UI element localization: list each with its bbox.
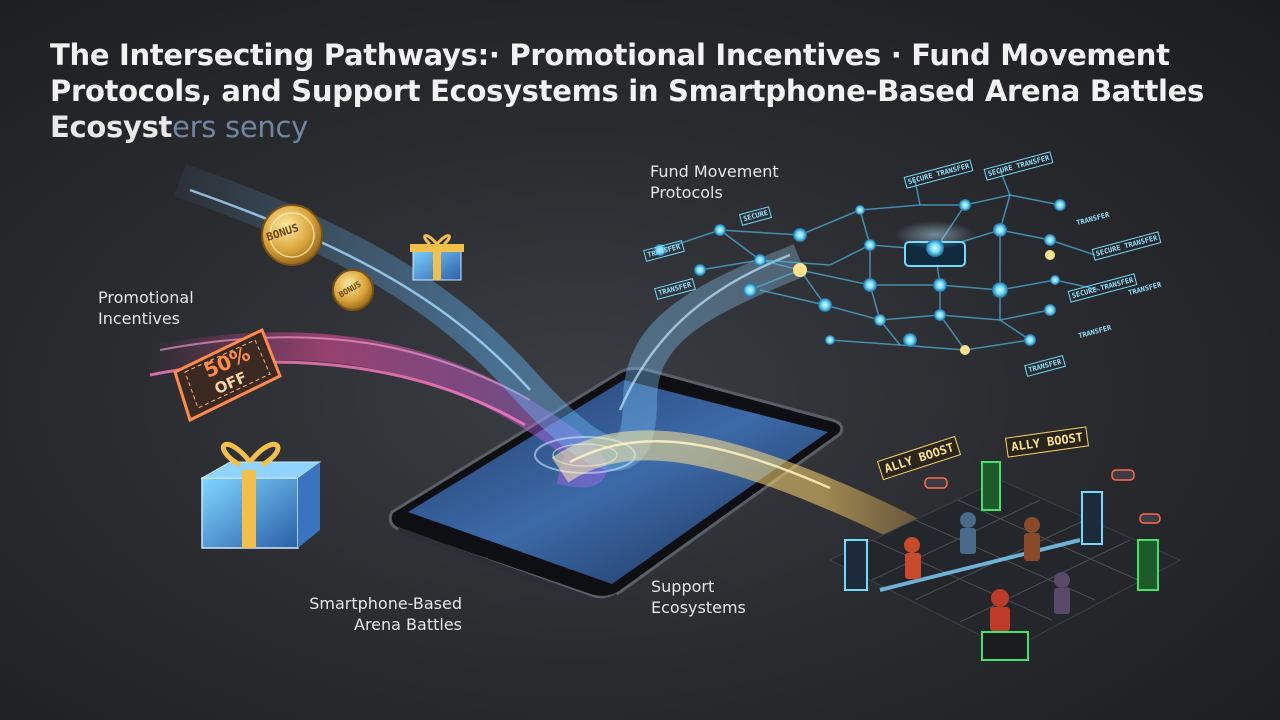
gift-box-large-icon bbox=[200, 441, 322, 549]
title-line-2: Protocols, and Support Ecosystems in Sma… bbox=[50, 74, 1205, 108]
label-fund-movement: Fund Movement Protocols bbox=[650, 161, 779, 203]
title-line-3-main: Ecosyst bbox=[50, 110, 173, 144]
drone-icon bbox=[924, 469, 1161, 524]
label-smartphone-arena: Smartphone-Based Arena Battles bbox=[286, 593, 462, 635]
bonus-coin-small bbox=[332, 269, 374, 311]
label-promo-line-1: Promotional bbox=[98, 288, 194, 307]
bonus-coin bbox=[261, 204, 323, 266]
title-line-3-faded: ers sency bbox=[172, 110, 308, 144]
title-line-3: Ecosysters sency bbox=[50, 110, 308, 144]
label-phone-line-1: Smartphone-Based bbox=[309, 594, 462, 613]
coupon-ticket bbox=[173, 327, 282, 423]
fund-network bbox=[654, 169, 1101, 355]
label-promo-line-2: Incentives bbox=[98, 309, 181, 328]
label-support-line-2: Ecosystems bbox=[651, 598, 746, 617]
label-support-ecosystems: Support Ecosystems bbox=[651, 576, 746, 618]
label-fund-line-2: Protocols bbox=[650, 183, 723, 202]
title-line-1: The Intersecting Pathways:· Promotional … bbox=[50, 38, 1170, 72]
screen-totem bbox=[844, 461, 1159, 591]
label-support-line-1: Support bbox=[651, 577, 715, 596]
label-promotional-incentives: Promotional Incentives bbox=[98, 287, 194, 329]
arena-fighters bbox=[904, 512, 1070, 661]
gift-box-small-icon bbox=[410, 234, 464, 281]
label-phone-line-2: Arena Battles bbox=[354, 615, 462, 634]
label-fund-line-1: Fund Movement bbox=[650, 162, 779, 181]
